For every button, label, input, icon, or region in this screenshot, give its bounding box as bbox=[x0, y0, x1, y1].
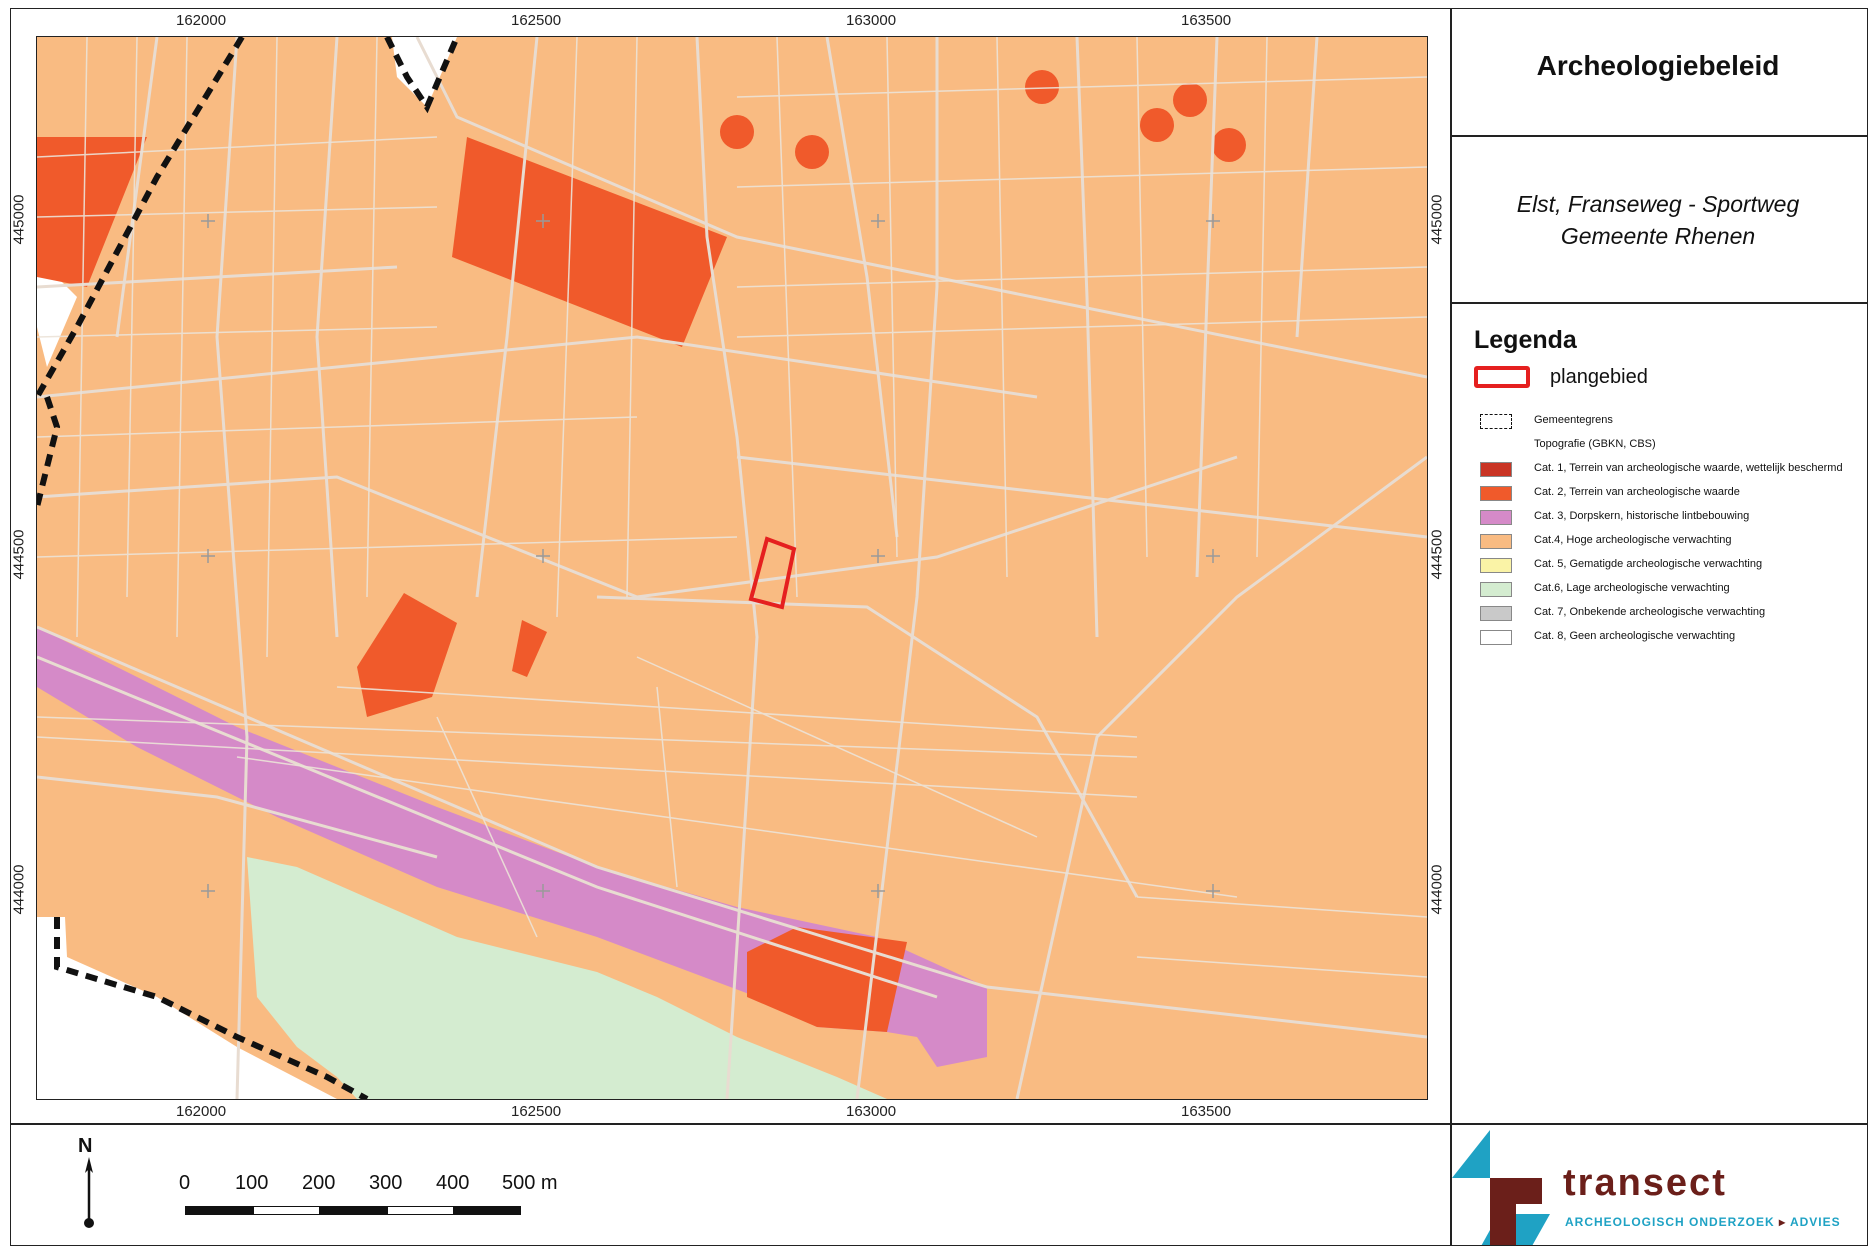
y-tick-left-444500: 444500 bbox=[10, 529, 28, 580]
legend-label: Cat.6, Lage archeologische verwachting bbox=[1534, 582, 1730, 594]
scale-label-0: 0 bbox=[179, 1172, 191, 1194]
legend-label: Cat. 2, Terrein van archeologische waard… bbox=[1534, 486, 1740, 498]
x-tick-top-162000: 162000 bbox=[176, 12, 227, 29]
x-tick-top-163000: 163000 bbox=[846, 12, 897, 29]
north-arrow-icon bbox=[84, 1157, 94, 1228]
cat2-circle-3 bbox=[1025, 70, 1059, 104]
title-divider bbox=[1450, 135, 1868, 137]
scale-label-400: 400 bbox=[436, 1172, 470, 1194]
scale-segment-1 bbox=[185, 1206, 253, 1215]
legend-swatch bbox=[1480, 462, 1512, 477]
subtitle-divider bbox=[1450, 302, 1868, 304]
legend-label: Cat.4, Hoge archeologische verwachting bbox=[1534, 534, 1732, 546]
y-tick-right-444000: 444000 bbox=[1428, 864, 1446, 915]
x-tick-top-162500: 162500 bbox=[511, 12, 562, 29]
map-canvas[interactable] bbox=[36, 36, 1428, 1100]
x-tick-bottom-163000: 163000 bbox=[846, 1103, 897, 1120]
legend-label: Cat. 7, Onbekende archeologische verwach… bbox=[1534, 606, 1766, 618]
legend-swatch bbox=[1480, 414, 1512, 429]
grid-crosses bbox=[201, 214, 1220, 898]
logo-wordmark: transect bbox=[1563, 1162, 1727, 1204]
outside-area-bottomleft bbox=[37, 917, 337, 1099]
legend-plangebied-label: plangebied bbox=[1550, 366, 1648, 388]
y-tick-right-445000: 445000 bbox=[1428, 194, 1446, 245]
legend-plangebied-swatch bbox=[1474, 366, 1530, 388]
y-tick-left-445000: 445000 bbox=[10, 194, 28, 245]
municipal-boundary bbox=[37, 37, 460, 1099]
cat2-area-west bbox=[37, 137, 147, 287]
map-frame bbox=[10, 8, 1868, 1246]
scale-segment-3 bbox=[320, 1206, 387, 1215]
legend-swatch bbox=[1480, 534, 1512, 549]
legend-swatch bbox=[1480, 582, 1512, 597]
footer-divider bbox=[10, 1123, 1868, 1125]
legend-swatch bbox=[1480, 510, 1512, 525]
legend-swatch bbox=[1480, 438, 1512, 453]
logo-tagline-arrow-icon: ▸ bbox=[1779, 1215, 1787, 1229]
cat2-area-center-left bbox=[357, 593, 457, 717]
map-svg bbox=[37, 37, 1427, 1099]
legend-swatch bbox=[1480, 486, 1512, 501]
north-arrow: N bbox=[76, 1135, 102, 1230]
y-tick-right-444500: 444500 bbox=[1428, 529, 1446, 580]
legend-label: Cat. 5, Gematigde archeologische verwach… bbox=[1534, 558, 1763, 570]
legend-label: Cat. 8, Geen archeologische verwachting bbox=[1534, 630, 1736, 642]
legend-swatch bbox=[1480, 606, 1512, 621]
legend-label: Topografie (GBKN, CBS) bbox=[1534, 438, 1656, 450]
x-tick-bottom-163500: 163500 bbox=[1181, 1103, 1232, 1120]
legend-label: Cat. 3, Dorpskern, historische lintbebou… bbox=[1534, 510, 1750, 522]
y-tick-left-444000: 444000 bbox=[10, 864, 28, 915]
scale-segment-4 bbox=[387, 1206, 454, 1215]
scale-label-100: 100 bbox=[235, 1172, 269, 1194]
logo-tagline: ARCHEOLOGISCH ONDERZOEK ▸ ADVIES bbox=[1565, 1215, 1841, 1229]
subtitle-line-2: Gemeente Rhenen bbox=[1560, 223, 1756, 249]
cat2-circle-1 bbox=[720, 115, 754, 149]
cat2-circle-4 bbox=[1140, 108, 1174, 142]
scale-label-500: 500 m bbox=[502, 1172, 558, 1194]
north-label: N bbox=[78, 1135, 93, 1157]
legend-swatch bbox=[1480, 558, 1512, 573]
x-tick-top-163500: 163500 bbox=[1181, 12, 1232, 29]
scale-label-300: 300 bbox=[369, 1172, 403, 1194]
scale-segment-5 bbox=[454, 1206, 521, 1215]
topography-roads bbox=[37, 37, 1427, 1099]
cat6-area bbox=[247, 857, 887, 1099]
outside-area-top bbox=[392, 37, 457, 107]
plangebied-outline[interactable] bbox=[748, 536, 797, 610]
cat2-circle-5 bbox=[1173, 83, 1207, 117]
legend-label: Cat. 1, Terrein van archeologische waard… bbox=[1534, 462, 1843, 474]
scale-label-200: 200 bbox=[302, 1172, 336, 1194]
cat2-circle-6 bbox=[1212, 128, 1246, 162]
subtitle-line-1: Elst, Franseweg - Sportweg bbox=[1516, 191, 1800, 217]
cat2-circle-2 bbox=[795, 135, 829, 169]
legend-swatch bbox=[1480, 630, 1512, 645]
cat2-area-center bbox=[512, 620, 547, 677]
logo-tagline-main: ARCHEOLOGISCH ONDERZOEK bbox=[1565, 1215, 1775, 1229]
map-title: Archeologiebeleid bbox=[1536, 50, 1780, 81]
scale-segment-2 bbox=[253, 1206, 320, 1215]
panel-divider bbox=[1450, 8, 1452, 1246]
x-tick-bottom-162500: 162500 bbox=[511, 1103, 562, 1120]
legend-title: Legenda bbox=[1474, 326, 1577, 354]
map-subtitle: Elst, Franseweg - Sportweg Gemeente Rhen… bbox=[1453, 188, 1863, 252]
transect-logo-icon bbox=[1452, 1130, 1550, 1245]
logo-tagline-advies: ADVIES bbox=[1789, 1215, 1841, 1229]
x-tick-bottom-162000: 162000 bbox=[176, 1103, 227, 1120]
topography-parcels bbox=[37, 37, 1427, 978]
legend-label: Gemeentegrens bbox=[1534, 414, 1613, 426]
